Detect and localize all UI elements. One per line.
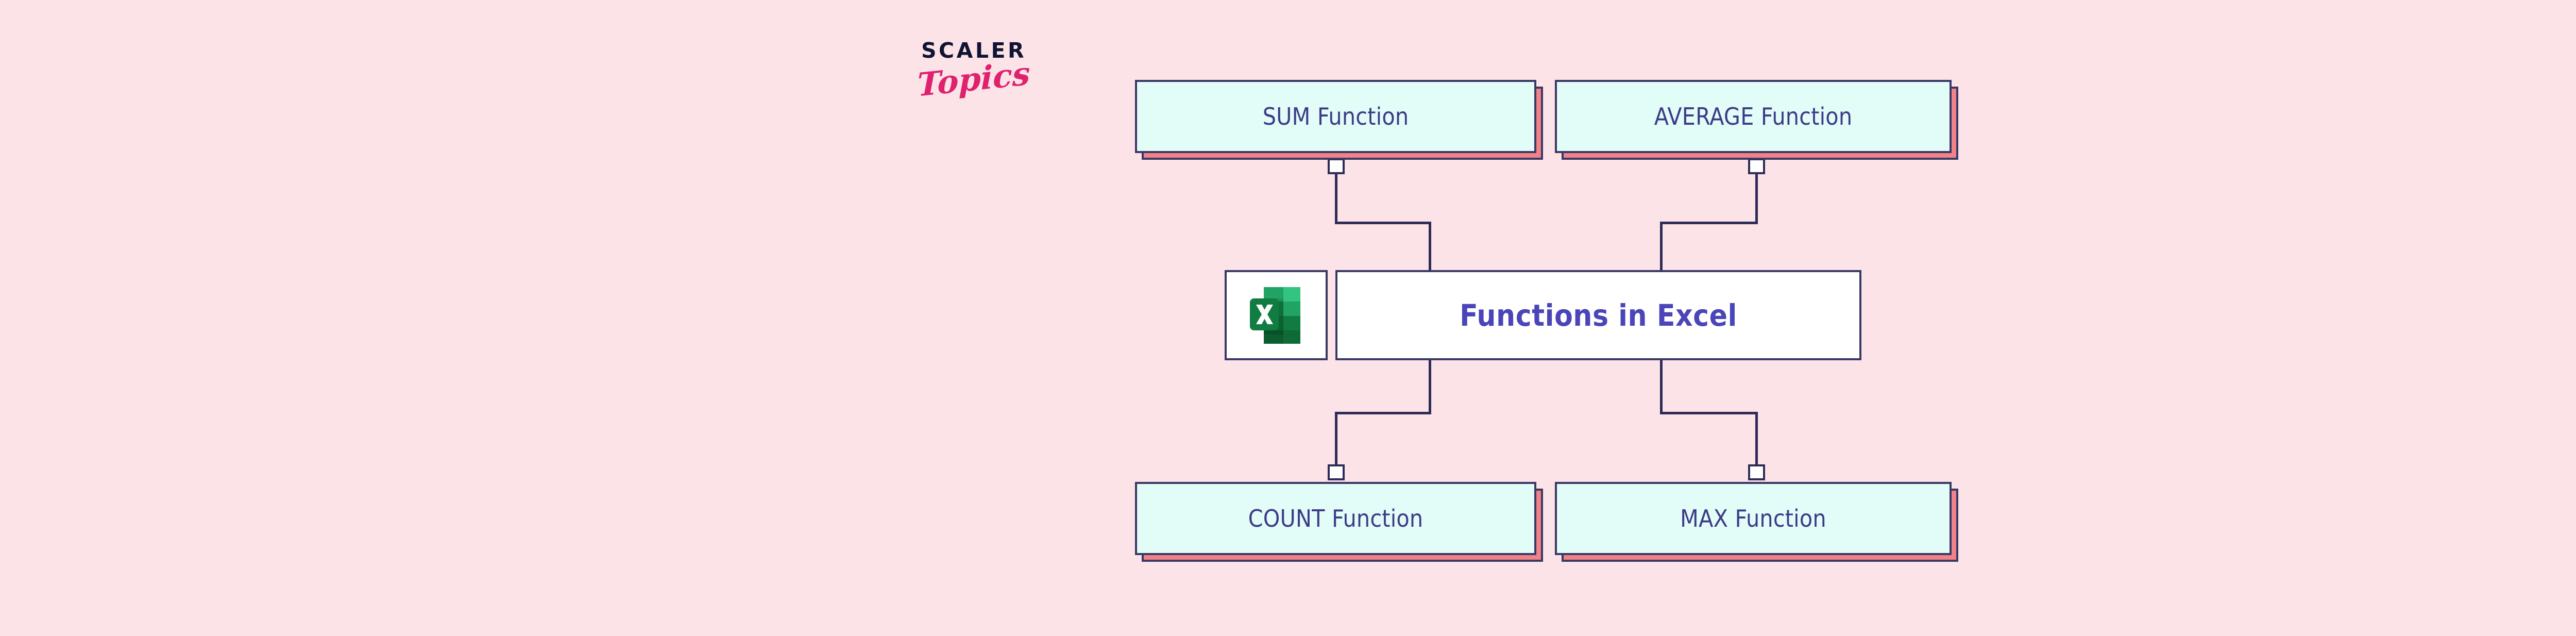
node-count-function[interactable]: COUNT Function — [1135, 482, 1543, 562]
connector-sum-vertical-lower — [1429, 222, 1431, 271]
center-title-container: Functions in Excel — [1335, 270, 1861, 360]
node-face: AVERAGE Function — [1555, 80, 1952, 153]
connector-average-horizontal — [1660, 222, 1758, 224]
node-label: SUM Function — [1262, 103, 1409, 130]
node-sum-function[interactable]: SUM Function — [1135, 80, 1543, 160]
node-max-function[interactable]: MAX Function — [1555, 482, 1958, 562]
connector-sum-horizontal — [1335, 222, 1431, 224]
node-average-function[interactable]: AVERAGE Function — [1555, 80, 1958, 160]
microsoft-excel-icon — [1250, 287, 1300, 344]
node-face: SUM Function — [1135, 80, 1536, 153]
connector-average-vertical-lower — [1660, 222, 1663, 271]
connector-max-horizontal — [1660, 412, 1758, 414]
node-label: AVERAGE Function — [1654, 103, 1853, 130]
node-label: MAX Function — [1680, 505, 1826, 532]
connector-node-max — [1748, 464, 1765, 480]
connector-node-sum — [1328, 158, 1345, 174]
connector-max-vertical-lower — [1755, 412, 1758, 465]
connector-sum-vertical-upper — [1335, 174, 1337, 224]
node-face: COUNT Function — [1135, 482, 1536, 555]
connector-count-horizontal — [1335, 412, 1431, 414]
page-title: Functions in Excel — [1460, 297, 1737, 333]
node-face: MAX Function — [1555, 482, 1952, 555]
connector-average-vertical-upper — [1755, 174, 1758, 224]
node-label: COUNT Function — [1248, 505, 1423, 532]
connector-count-vertical-upper — [1429, 359, 1431, 413]
connector-count-vertical-lower — [1335, 412, 1337, 465]
center-icon-container — [1225, 270, 1328, 360]
connector-node-count — [1328, 464, 1345, 480]
logo-scaler-text: SCALER — [921, 38, 1027, 63]
connector-node-average — [1748, 158, 1765, 174]
scaler-topics-logo: SCALER Topics — [899, 40, 1048, 128]
connector-max-vertical-upper — [1660, 359, 1663, 413]
